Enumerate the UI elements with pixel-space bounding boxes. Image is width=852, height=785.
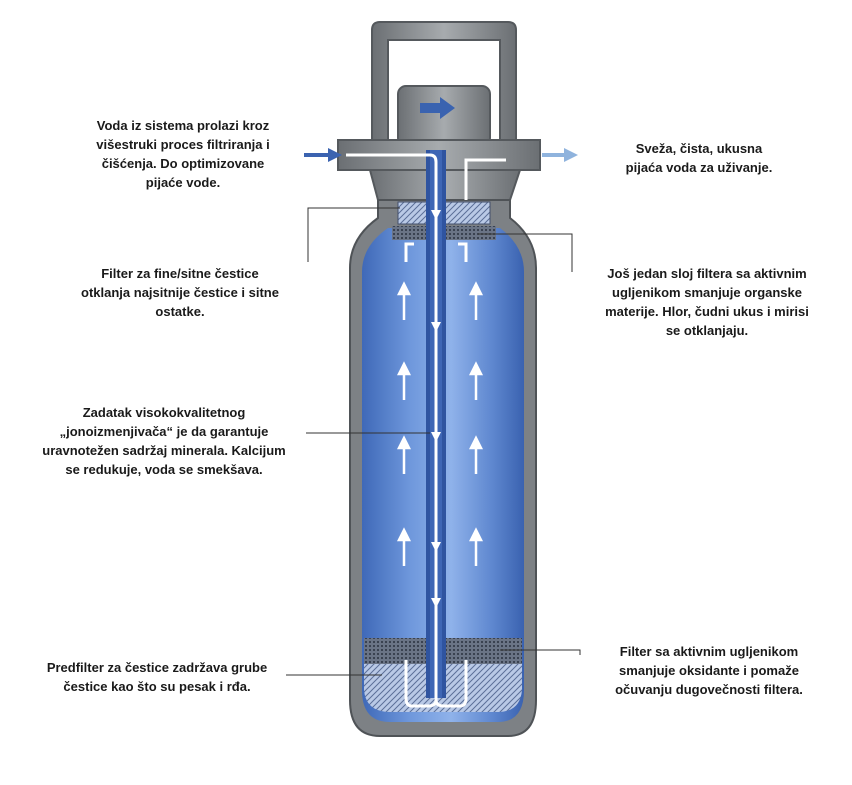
intake-label: Voda iz sistema prolazi kroz višestruki … <box>96 118 270 190</box>
downflow-arrows <box>431 210 441 608</box>
inlet-arrow <box>304 148 342 162</box>
upflow-arrows-right <box>468 281 484 566</box>
leader-lines <box>286 207 581 676</box>
ion-exchange-label: Zadatak visokokvalitetnog „jonoizmenjiva… <box>42 405 286 477</box>
prefilter-label: Predfilter za čestice zadržava grube čes… <box>46 660 268 694</box>
upflow-arrows-left <box>396 281 412 566</box>
output-label: Sveža, čista, ukusna pijaća voda za uživ… <box>625 141 773 175</box>
fine-filter-label: Filter za fine/sitne čestice otklanja na… <box>81 266 279 319</box>
water-flow-path <box>346 153 506 708</box>
outlet-arrow <box>542 148 578 162</box>
filter-head <box>337 85 541 201</box>
carbon-top-label: Još jedan sloj filtera sa aktivnim uglje… <box>605 266 809 338</box>
carbon-bottom-label: Filter sa aktivnim ugljenikom smanjuje o… <box>615 644 803 697</box>
